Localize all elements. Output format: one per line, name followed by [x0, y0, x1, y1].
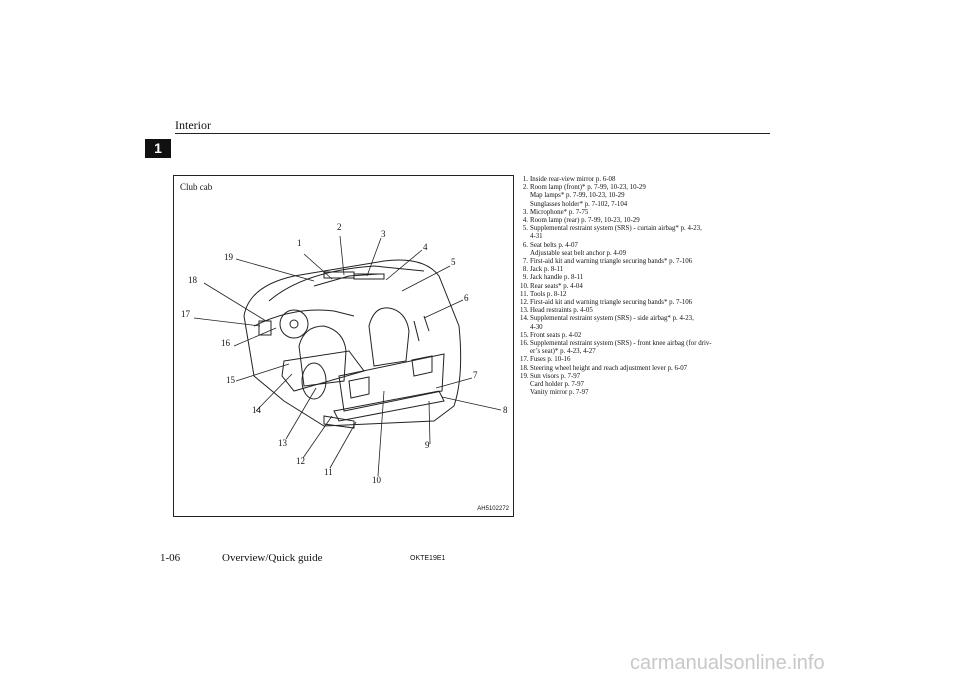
legend-item-number: 4. [522, 217, 528, 225]
callout-5: 5 [451, 257, 456, 267]
callout-7: 7 [473, 370, 478, 380]
callout-12: 12 [296, 456, 305, 466]
legend-item: 18.Steering wheel height and reach adjus… [520, 365, 770, 373]
legend-item: 2.Room lamp (front)* p. 7-99, 10-23, 10-… [520, 184, 770, 209]
legend-item-text: Head restraints p. 4-05 [530, 307, 593, 315]
watermark: carmanualsonline.info [630, 652, 825, 674]
legend-item-number: 19. [520, 372, 529, 380]
callout-10: 10 [372, 475, 381, 485]
legend-item-number: 5. [522, 225, 528, 233]
legend-item: 11.Tools p. 8-12 [520, 291, 770, 299]
legend-item-number: 9. [522, 274, 528, 282]
header-rule [175, 133, 770, 134]
callout-16: 16 [221, 338, 230, 348]
figure-code: AH5102272 [477, 506, 509, 512]
legend-item-number: 18. [520, 364, 529, 372]
section-title: Interior [175, 118, 211, 132]
legend-item-number: 7. [522, 258, 528, 266]
legend-item: 4.Room lamp (rear) p. 7-99, 10-23, 10-29 [520, 217, 770, 225]
legend-item-number: 13. [520, 307, 529, 315]
legend-item-text: Room lamp (front)* p. 7-99, 10-23, 10-29 [530, 184, 646, 192]
legend-item-text: Supplemental restraint system (SRS) - si… [530, 315, 694, 323]
legend-item-number: 3. [522, 208, 528, 216]
legend-item-text: Map lamps* p. 7-99, 10-23, 10-29 [530, 192, 625, 200]
legend-item-text: 4-30 [530, 323, 543, 331]
legend-item-text: Supplemental restraint system (SRS) - fr… [530, 340, 712, 348]
legend-item: 15.Front seats p. 4-02 [520, 332, 770, 340]
legend-item: 13.Head restraints p. 4-05 [520, 307, 770, 315]
legend-item-text: Jack handle p. 8-11 [530, 274, 584, 282]
legend-item-text: First-aid kit and warning triangle secur… [530, 258, 693, 266]
legend-item: 9.Jack handle p. 8-11 [520, 274, 770, 282]
legend-item-number: 1. [522, 176, 528, 183]
legend-item: 10.Rear seats* p. 4-04 [520, 283, 770, 291]
legend-item-number: 17. [520, 356, 529, 364]
callout-9: 9 [425, 440, 430, 450]
chapter-tab: 1 [145, 139, 171, 158]
callout-18: 18 [188, 275, 197, 285]
interior-illustration [193, 235, 502, 477]
callout-17: 17 [181, 309, 190, 319]
legend-item-text: Vanity mirror p. 7-97 [530, 389, 589, 397]
legend-item: 12.First-aid kit and warning triangle se… [520, 299, 770, 307]
callout-15: 15 [226, 375, 235, 385]
legend-item-text: Jack p. 8-11 [530, 266, 564, 274]
callout-8: 8 [503, 405, 508, 415]
legend-item-text: Adjustable seat belt anchor p. 4-09 [530, 249, 627, 257]
legend-item-text: 4-31 [530, 233, 543, 241]
callout-14: 14 [252, 405, 261, 415]
legend-item-text: Fuses p. 10-16 [530, 356, 571, 364]
legend-item: 17.Fuses p. 10-16 [520, 356, 770, 364]
legend-item-number: 12. [520, 299, 529, 307]
footer-section-title: Overview/Quick guide [222, 552, 323, 564]
legend-item: 3.Microphone* p. 7-75 [520, 209, 770, 217]
page-number: 1-06 [160, 552, 181, 564]
legend-item-text: Microphone* p. 7-75 [530, 208, 589, 216]
legend-item-text: Seat belts p. 4-07 [530, 241, 578, 249]
callout-2: 2 [337, 222, 342, 232]
legend-item-number: 10. [520, 282, 529, 290]
legend-item-number: 6. [522, 241, 528, 249]
legend-item-text: Sun visors p. 7-97 [530, 372, 581, 380]
legend-item-number: 16. [520, 340, 529, 348]
interior-figure: Club cab [173, 175, 514, 517]
legend-item-text: Card holder p. 7-97 [530, 381, 584, 389]
legend-item-text: er’s seat)* p. 4-23, 4-27 [530, 348, 596, 356]
callout-19: 19 [224, 252, 233, 262]
legend-item-number: 8. [522, 266, 528, 274]
document-code: OKTE19E1 [410, 555, 446, 562]
legend-item-text: First-aid kit and warning triangle secur… [530, 299, 693, 307]
legend-item-text: Supplemental restraint system (SRS) - cu… [530, 225, 702, 233]
legend-item: 5.Supplemental restraint system (SRS) - … [520, 225, 770, 241]
legend-item-text: Front seats p. 4-02 [530, 331, 582, 339]
legend-item: 16.Supplemental restraint system (SRS) -… [520, 340, 770, 356]
legend-item-text: Rear seats* p. 4-04 [530, 282, 583, 290]
callout-11: 11 [324, 467, 333, 477]
legend-item: 14.Supplemental restraint system (SRS) -… [520, 315, 770, 331]
callout-1: 1 [297, 238, 302, 248]
legend-item-number: 14. [520, 315, 529, 323]
figure-caption: Club cab [180, 182, 213, 192]
callout-6: 6 [464, 293, 469, 303]
legend-item-number: 2. [522, 184, 528, 192]
legend-item-text: Room lamp (rear) p. 7-99, 10-23, 10-29 [530, 217, 640, 225]
callout-13: 13 [278, 438, 287, 448]
legend-item: 1.Inside rear-view mirror p. 6-08 [520, 176, 770, 184]
legend-item-number: 15. [520, 331, 529, 339]
legend-item-number: 11. [520, 290, 529, 298]
legend-item-text: Inside rear-view mirror p. 6-08 [530, 176, 616, 183]
legend-item: 8.Jack p. 8-11 [520, 266, 770, 274]
legend-item-text: Sunglasses holder* p. 7-102, 7-104 [530, 200, 628, 208]
legend-item-text: Tools p. 8-12 [530, 290, 567, 298]
legend-item-text: Steering wheel height and reach adjustme… [530, 364, 688, 372]
legend-item: 7.First-aid kit and warning triangle sec… [520, 258, 770, 266]
callout-4: 4 [423, 242, 428, 252]
callout-3: 3 [381, 229, 386, 239]
